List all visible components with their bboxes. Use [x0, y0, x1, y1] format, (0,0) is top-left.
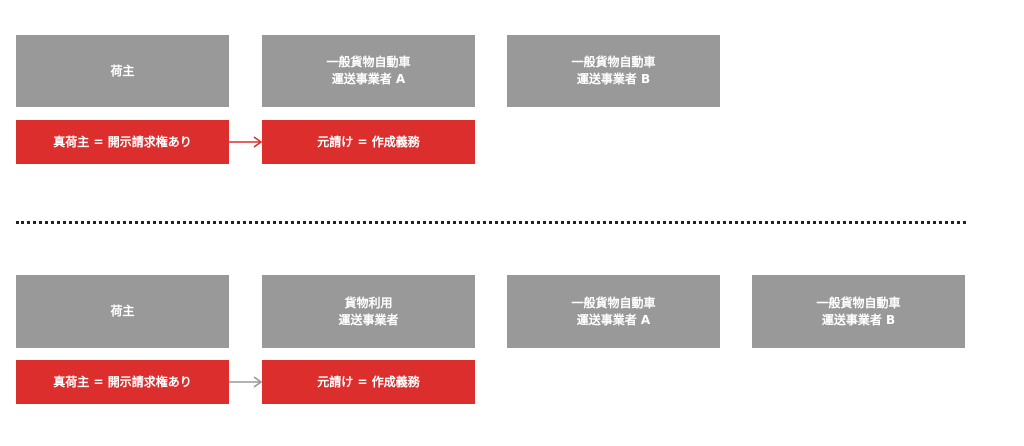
bottom-carrier-b-line2: 運送事業者 B	[821, 312, 896, 327]
top-carrier-a-line1: 一般貨物自動車	[326, 55, 411, 69]
bottom-shipper-box: 荷主	[16, 275, 229, 348]
top-shipper-box: 荷主	[16, 35, 229, 107]
bottom-carrier-b-line1: 一般貨物自動車	[816, 295, 901, 310]
top-true-shipper-box: 真荷主 = 開示請求権あり	[16, 120, 229, 164]
top-carrier-a-line2: 運送事業者 A	[331, 72, 406, 86]
bottom-prime-label: 元請け = 作成義務	[317, 374, 420, 389]
bottom-carrier-a-line1: 一般貨物自動車	[571, 295, 656, 310]
top-arrow	[229, 136, 263, 148]
bottom-arrow	[229, 376, 263, 388]
top-shipper-label: 荷主	[110, 63, 135, 78]
top-carrier-b-box: 一般貨物自動車 運送事業者 B	[507, 35, 720, 107]
top-carrier-b-line1: 一般貨物自動車	[571, 55, 656, 69]
bottom-carrier-a-box: 一般貨物自動車 運送事業者 A	[507, 275, 720, 348]
top-true-shipper-label: 真荷主 = 開示請求権あり	[53, 134, 192, 149]
top-carrier-b-line2: 運送事業者 B	[576, 72, 651, 86]
bottom-true-shipper-box: 真荷主 = 開示請求権あり	[16, 360, 229, 404]
bottom-freight-user-line1: 貨物利用	[344, 295, 393, 310]
top-prime-box: 元請け = 作成義務	[262, 120, 475, 164]
top-carrier-a-box: 一般貨物自動車 運送事業者 A	[262, 35, 475, 107]
bottom-true-shipper-label: 真荷主 = 開示請求権あり	[53, 374, 192, 389]
bottom-freight-user-line2: 運送事業者	[338, 312, 399, 327]
bottom-carrier-a-line2: 運送事業者 A	[576, 312, 651, 327]
bottom-carrier-b-box: 一般貨物自動車 運送事業者 B	[752, 275, 965, 348]
bottom-prime-box: 元請け = 作成義務	[262, 360, 475, 404]
bottom-freight-user-box: 貨物利用 運送事業者	[262, 275, 475, 348]
bottom-shipper-label: 荷主	[110, 304, 135, 318]
section-divider	[16, 221, 966, 224]
top-prime-label: 元請け = 作成義務	[317, 134, 420, 149]
